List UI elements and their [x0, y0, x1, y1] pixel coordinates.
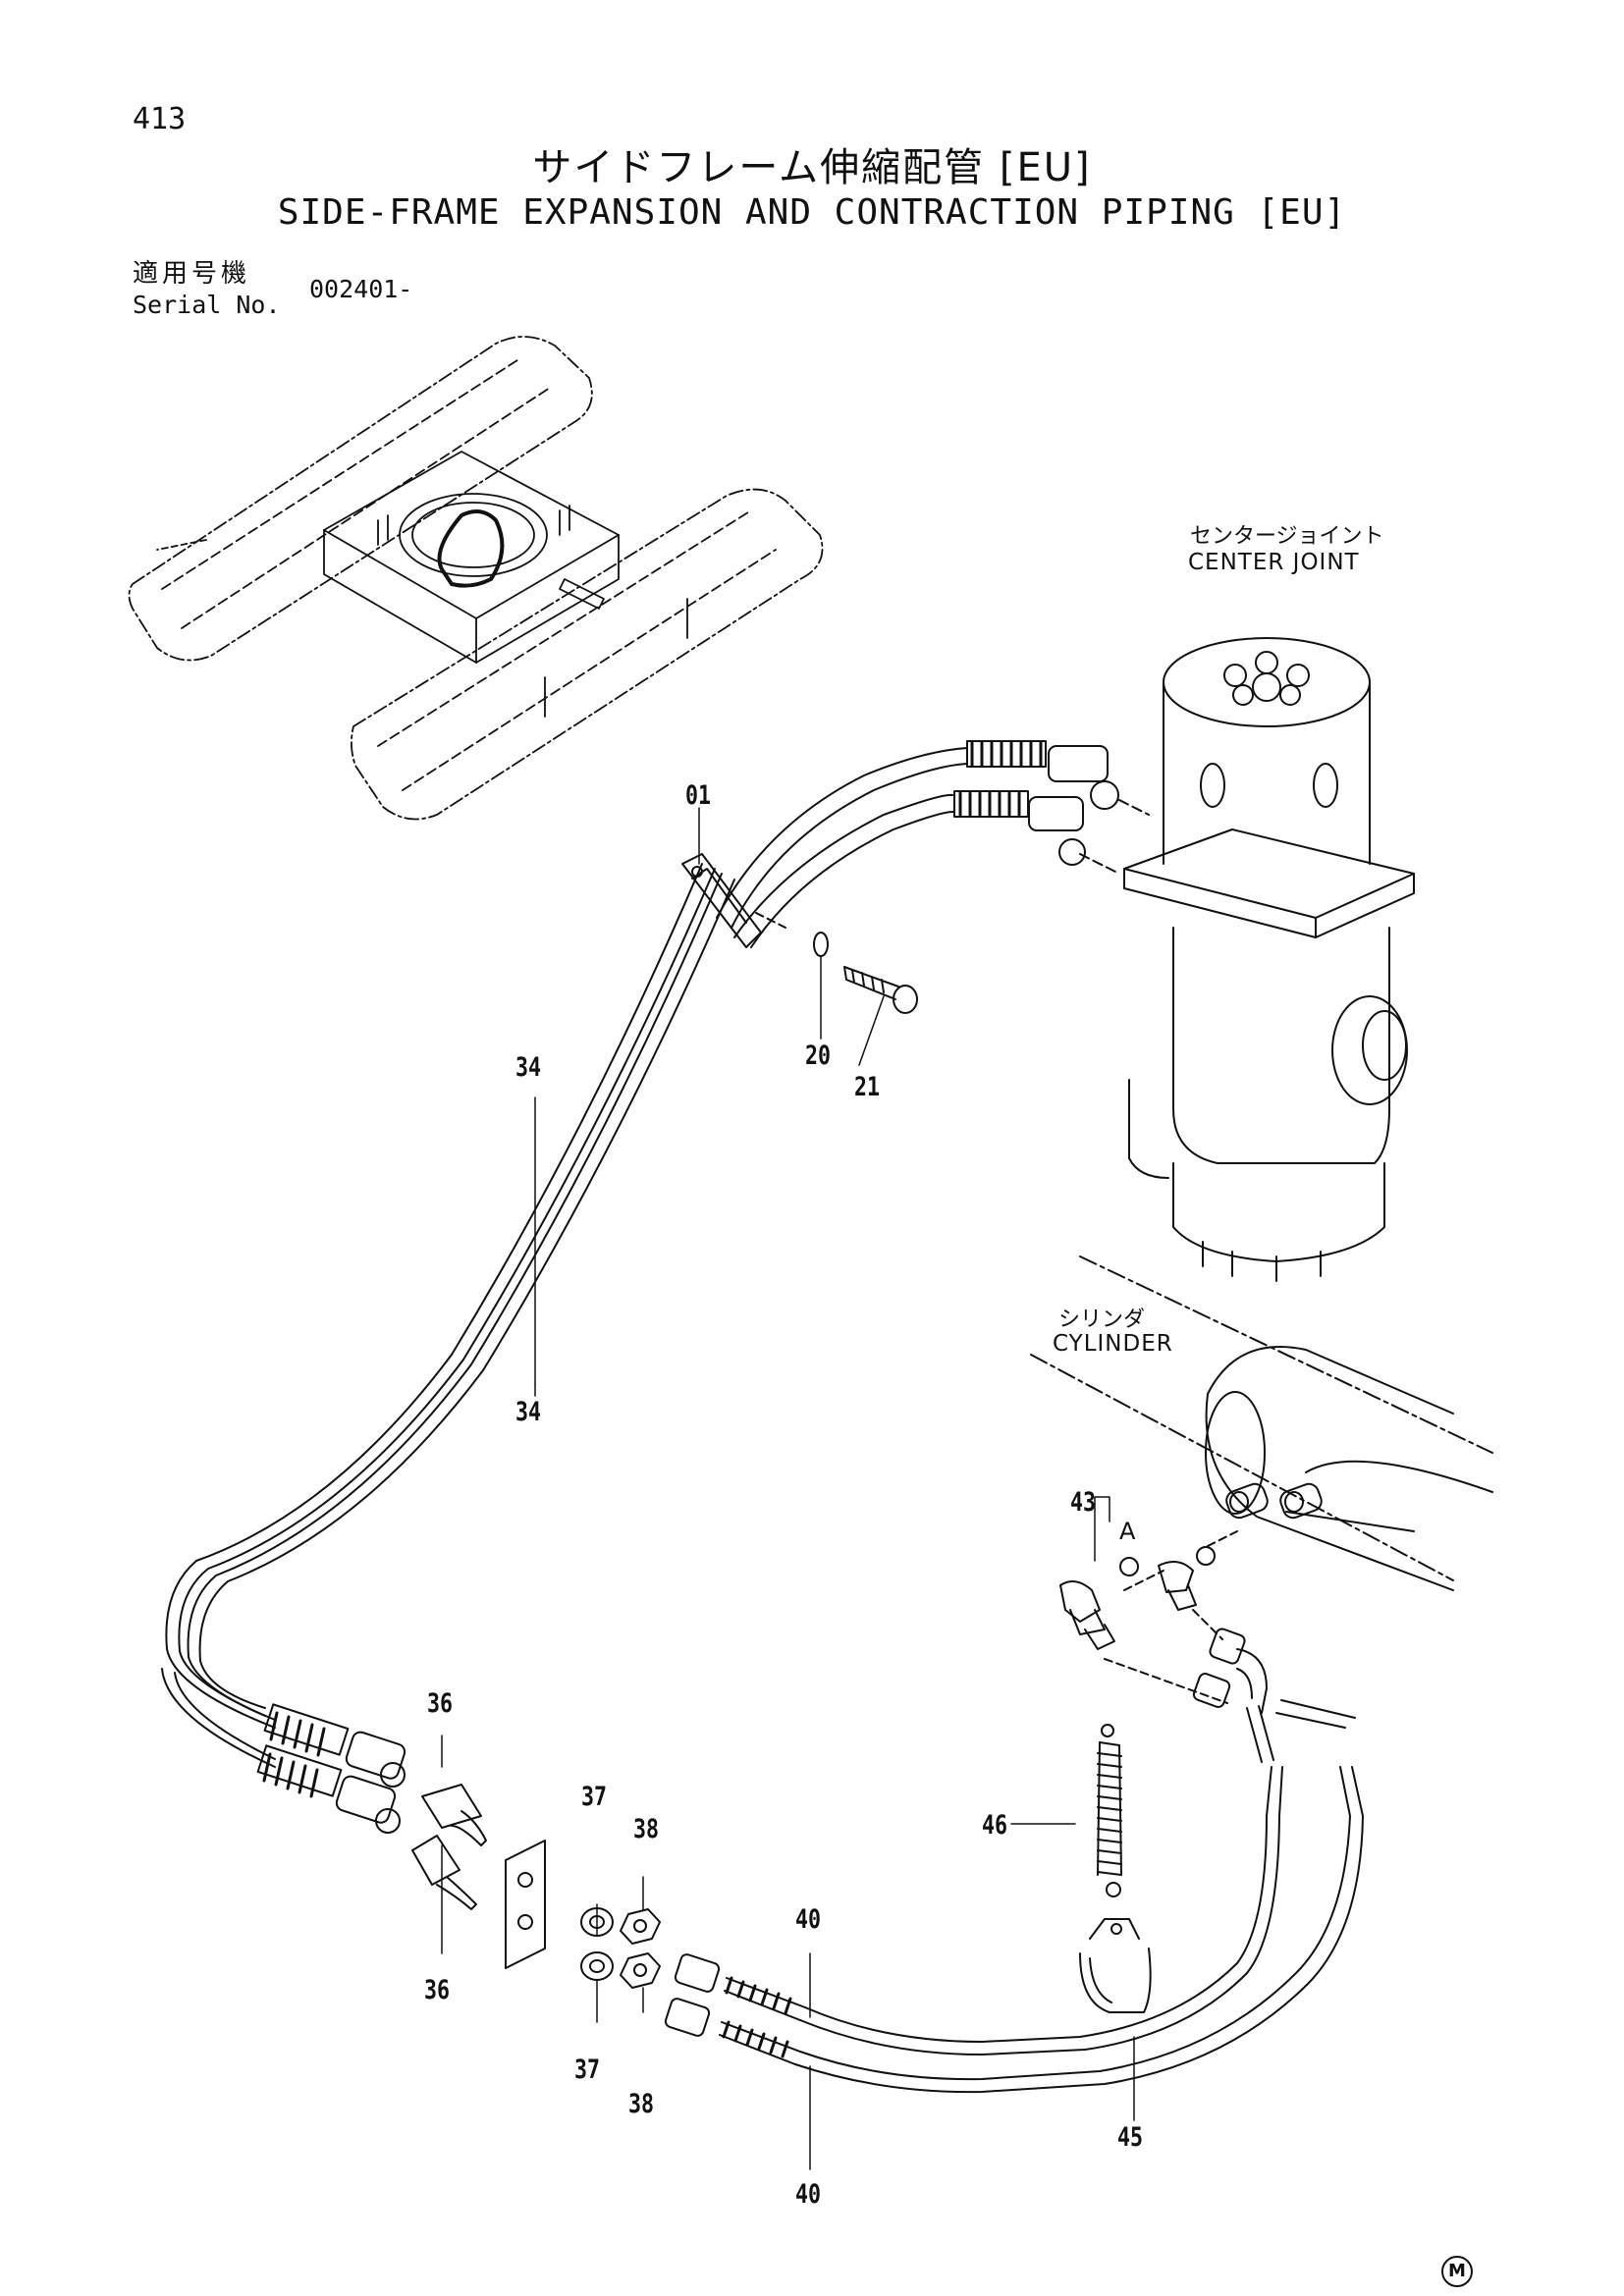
- hose-40: [664, 1699, 1364, 2094]
- center-joint-drawing: [1123, 637, 1415, 1282]
- lower-left-fittings: [256, 1703, 546, 1969]
- bracket-01-assembly: [681, 853, 918, 1014]
- title-japanese: サイドフレーム伸縮配管 [EU]: [532, 145, 1092, 190]
- callout-40-bottom: 40: [795, 2179, 822, 2210]
- page-number: 413: [133, 102, 187, 136]
- leader-lines: [441, 807, 1135, 2170]
- elbow-fittings-43: [1059, 1530, 1268, 1714]
- callout-01: 01: [685, 780, 712, 811]
- center-joint-label-japanese: センタージョイント: [1190, 524, 1384, 549]
- serial-label-english: Serial No.: [133, 291, 281, 319]
- callout-46: 46: [982, 1810, 1008, 1841]
- cylinder-label-japanese: シリンダ: [1058, 1308, 1146, 1332]
- upper-hoses: [716, 740, 1150, 948]
- undercarriage-overview: [128, 336, 824, 821]
- callout-36-bottom: 36: [424, 1975, 451, 2005]
- hose-34: [161, 863, 735, 1768]
- callout-38-bottom: 38: [628, 2089, 655, 2119]
- serial-number-value: 002401-: [309, 275, 413, 303]
- serial-label-japanese: 適用号機: [133, 259, 251, 289]
- title-english: SIDE-FRAME EXPANSION AND CONTRACTION PIP…: [277, 192, 1347, 233]
- center-joint-label-english: CENTER JOINT: [1188, 550, 1360, 575]
- callout-34-bottom: 34: [515, 1397, 542, 1427]
- callout-36-top: 36: [427, 1688, 454, 1719]
- callout-43: 43: [1070, 1487, 1097, 1518]
- cylinder-label-english: CYLINDER: [1053, 1331, 1173, 1357]
- spring-46: [1097, 1724, 1122, 1897]
- callout-21: 21: [854, 1072, 881, 1102]
- washers-37-nuts-38: [580, 1907, 661, 1989]
- footer-m-mark: M: [1441, 2256, 1473, 2287]
- callout-37-bottom: 37: [574, 2055, 601, 2085]
- callout-37-top: 37: [581, 1782, 608, 1812]
- callout-20: 20: [805, 1041, 832, 1071]
- callout-40-top: 40: [795, 1904, 822, 1935]
- detail-a-label: A: [1119, 1518, 1137, 1545]
- bracket-45: [1079, 1918, 1152, 2013]
- callout-45: 45: [1117, 2122, 1144, 2153]
- callout-34-top: 34: [515, 1052, 542, 1083]
- callout-38-top: 38: [633, 1814, 660, 1844]
- cylinder-drawing: [1030, 1255, 1493, 1591]
